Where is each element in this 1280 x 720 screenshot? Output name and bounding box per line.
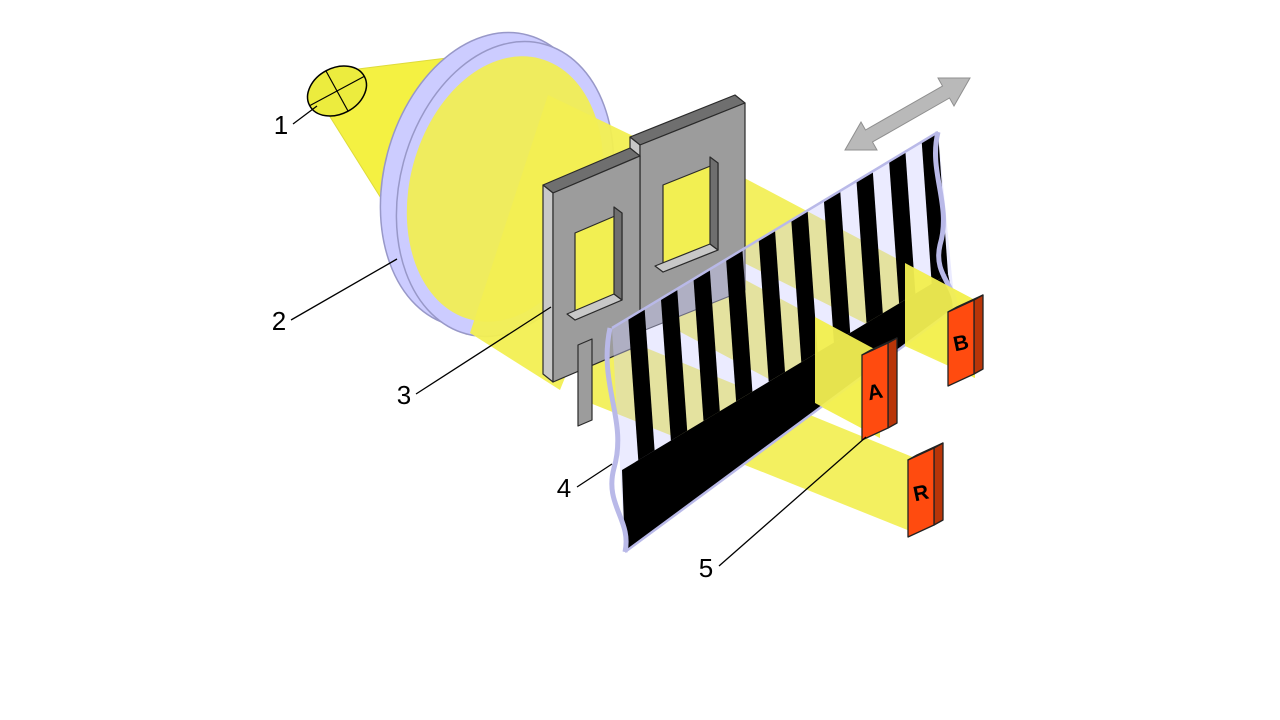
detector-r-side [933,442,944,526]
scale-stripe [628,308,655,461]
detector-b: B [947,294,984,387]
mask-right-window-inner-right [709,156,719,251]
leader-line-1 [292,105,318,125]
detector-a-label: A [865,380,885,406]
scale-left-torn-edge [604,327,629,553]
detector-b-side [973,294,984,375]
detector-b-front [947,299,975,387]
mask-holder-strip [577,338,593,427]
mask-left-side-face [542,184,554,383]
annotations: 1 2 3 4 5 [272,105,867,583]
leader-line-3 [415,306,552,395]
scale-top-edge [611,130,939,330]
scale-black-band [622,274,955,552]
ref-label-5: 5 [699,553,713,583]
ref-label-1: 1 [274,110,288,140]
mask [542,94,746,427]
scale-stripe [856,171,883,323]
movement-double-arrow-icon [844,77,971,151]
detector-r-label: R [911,481,931,507]
scale-bottom-edge [624,306,956,554]
ref-label-4: 4 [557,473,571,503]
mask-left-window-inner-right [613,206,623,301]
scale-stripe [758,230,785,382]
ref-label-2: 2 [272,306,286,336]
scale-stripe [660,288,688,441]
scale-stripe [823,190,851,343]
detector-r-front [907,447,935,538]
light-source [306,65,368,117]
bulb-cross-minor [325,70,349,112]
leader-line-4 [576,463,613,488]
detector-b-label: B [951,331,971,357]
detector-a-front [861,342,889,441]
scale-strip [604,130,958,554]
detector-a: A [861,337,898,441]
scale-stripe [693,269,720,421]
scale-stripe [726,249,753,402]
leader-line-2 [290,258,398,321]
detector-r: R [907,442,944,538]
scale-stripe [791,210,818,363]
leader-line-5 [718,436,867,567]
detector-a-side [887,337,898,429]
ref-label-3: 3 [397,380,411,410]
photodetectors: R A B [861,294,984,538]
